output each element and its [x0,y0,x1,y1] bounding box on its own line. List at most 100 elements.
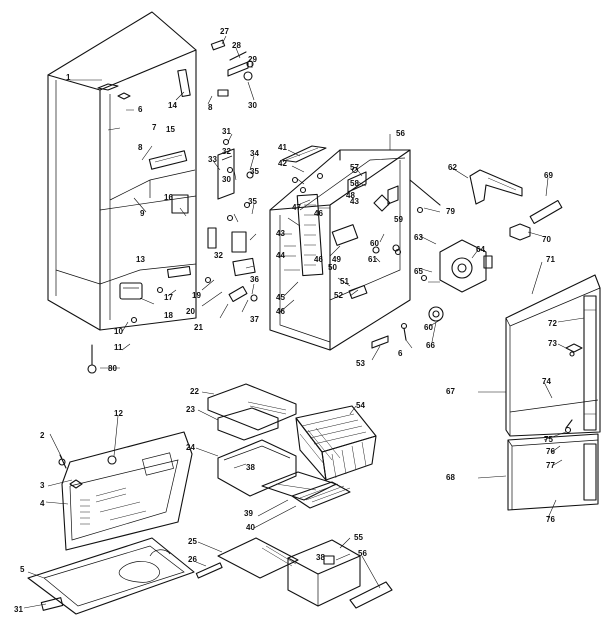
callout-32: 32 [222,147,231,156]
callout-59: 59 [394,215,403,224]
callout-74: 74 [542,377,551,386]
callout-4: 4 [40,499,45,508]
callout-56: 56 [396,129,405,138]
callout-46c: 46 [314,255,323,264]
callout-35: 35 [250,167,259,176]
hinge-assembly [210,39,258,302]
callout-19: 19 [192,291,201,300]
shelves-and-pans [207,383,377,509]
callout-34: 34 [250,149,259,158]
callout-33: 33 [208,155,217,164]
callout-76b: 76 [546,515,555,524]
callout-52: 52 [334,291,343,300]
callout-77: 77 [546,461,555,470]
callout-65: 65 [414,267,423,276]
callout-31: 31 [222,127,231,136]
callout-13: 13 [136,255,145,264]
cabinet-shell [47,11,197,331]
callout-26: 26 [188,555,197,564]
callout-10: 10 [114,327,123,336]
callout-42: 42 [278,159,287,168]
callout-43b: 43 [350,197,359,206]
callout-7: 7 [152,123,157,132]
callout-6: 6 [138,105,143,114]
callout-48: 48 [346,191,355,200]
callout-1: 1 [66,73,71,82]
callout-27: 27 [220,27,229,36]
door-panels [505,274,601,511]
callout-64: 64 [476,245,485,254]
callout-35b: 35 [248,197,257,206]
control-panel [58,431,193,551]
callout-68: 68 [446,473,455,482]
callout-61: 61 [368,255,377,264]
callout-36: 36 [250,275,259,284]
callout-15: 15 [166,125,175,134]
callout-8b: 8 [208,103,213,112]
callout-3: 3 [40,481,45,490]
callout-54: 54 [356,401,365,410]
callout-43: 43 [276,229,285,238]
freezer-liner [269,145,441,351]
callout-28: 28 [232,41,241,50]
callout-41: 41 [278,143,287,152]
callout-30: 30 [248,101,257,110]
callout-60b: 60 [424,323,433,332]
callout-38: 38 [246,463,255,472]
callout-57: 57 [350,163,359,172]
callout-9: 9 [140,209,145,218]
callout-31b: 31 [14,605,23,614]
callout-6b: 6 [398,349,403,358]
callout-47: 47 [292,203,301,212]
base-pan [27,537,195,615]
callout-49: 49 [332,255,341,264]
callout-30b: 30 [222,175,231,184]
callout-55: 55 [354,533,363,542]
callout-71: 71 [546,255,555,264]
callout-18: 18 [164,311,173,320]
callout-17: 17 [164,293,173,302]
callout-72: 72 [548,319,557,328]
callout-23: 23 [186,405,195,414]
crisper-drawers [195,537,393,609]
callout-50: 50 [328,263,337,272]
callout-58: 58 [350,179,359,188]
callout-5: 5 [20,565,25,574]
callout-22: 22 [190,387,199,396]
callout-labels: 1 2 3 4 5 6 6 7 8 8 9 10 11 12 13 14 15 … [14,27,557,614]
callout-14: 14 [168,101,177,110]
callout-51: 51 [340,277,349,286]
callout-63: 63 [414,233,423,242]
callout-21: 21 [194,323,203,332]
callout-45: 45 [276,293,285,302]
callout-12: 12 [114,409,123,418]
callout-39: 39 [244,509,253,518]
damper-assembly [394,239,493,322]
callout-24: 24 [186,443,195,452]
callout-44: 44 [276,251,285,260]
callout-32b: 32 [214,251,223,260]
callout-16: 16 [164,193,173,202]
callout-20: 20 [186,307,195,316]
callout-25: 25 [188,537,197,546]
callout-46: 46 [276,307,285,316]
callout-60: 60 [370,239,379,248]
callout-2: 2 [40,431,45,440]
callout-40: 40 [246,523,255,532]
callout-56b: 56 [358,549,367,558]
tubes-and-rods [469,169,563,241]
callout-37: 37 [250,315,259,324]
callout-69: 69 [544,171,553,180]
callout-70: 70 [542,235,551,244]
callout-76: 76 [546,447,555,456]
callout-66: 66 [426,341,435,350]
callout-62: 62 [448,163,457,172]
callout-53: 53 [356,359,365,368]
callout-79: 79 [446,207,455,216]
callout-38b: 38 [316,553,325,562]
callout-leaders [23,35,585,609]
callout-11: 11 [114,343,123,352]
callout-80: 80 [108,364,117,373]
callout-8: 8 [138,143,143,152]
